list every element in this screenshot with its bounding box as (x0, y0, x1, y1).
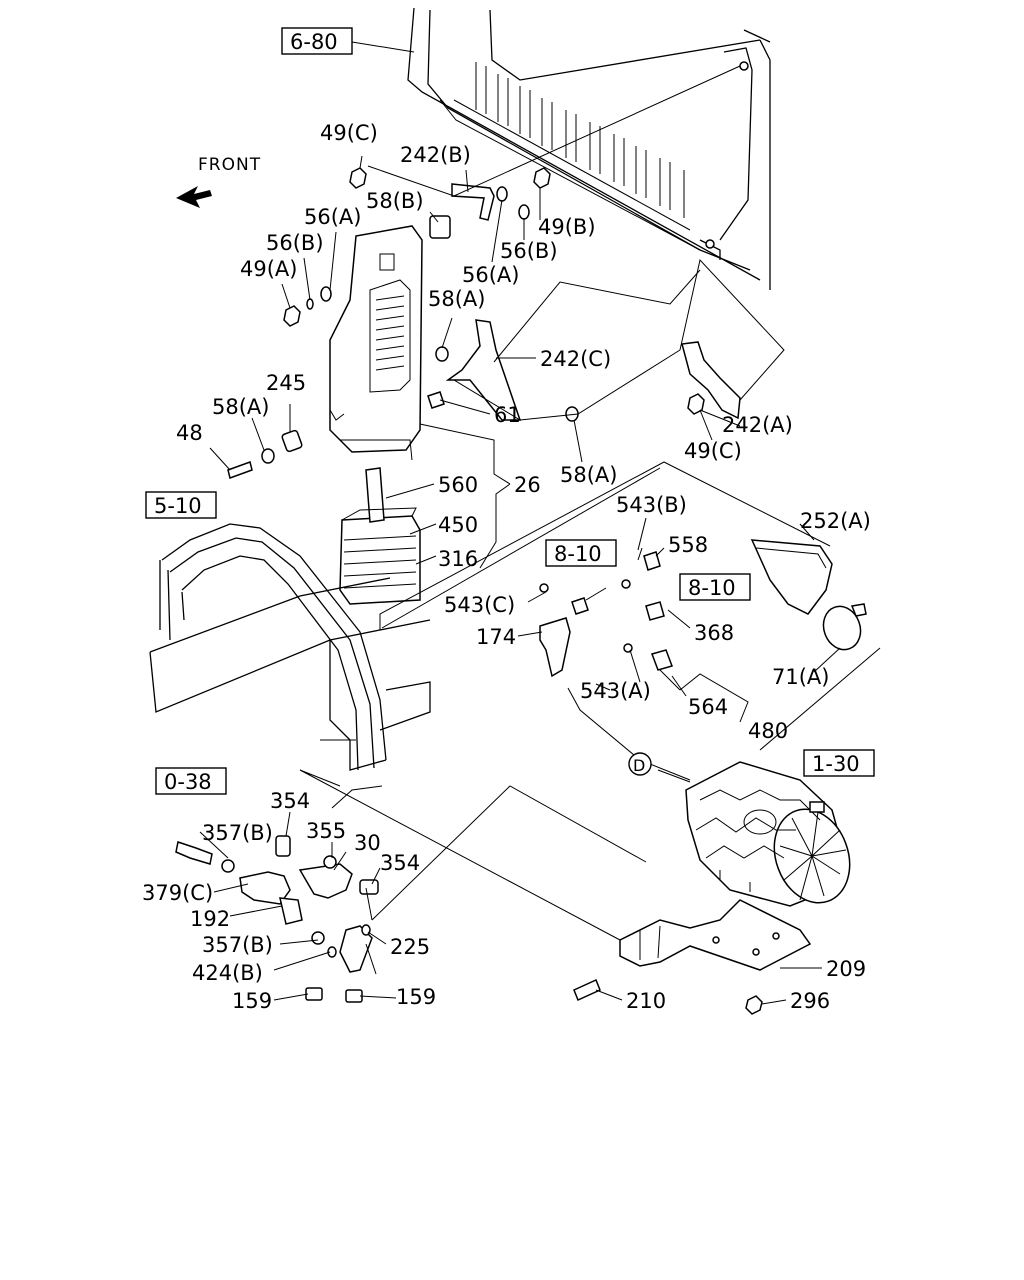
callout-label: 58(B) (366, 189, 424, 213)
callout-label: 49(C) (320, 121, 378, 145)
callout-label: 56(A) (462, 263, 519, 287)
callout-label: 58(A) (428, 287, 485, 311)
callout-label: 355 (306, 819, 346, 843)
callout-label: 210 (626, 989, 666, 1013)
lower-left-parts (175, 835, 379, 1003)
bracket-242a (681, 341, 741, 420)
callout-label: 71(A) (772, 665, 829, 689)
callout-label: 192 (190, 907, 230, 931)
clamp-71a (822, 603, 867, 651)
callout-label: 354 (380, 851, 420, 875)
callout-label: 252(A) (800, 509, 871, 533)
ref-box-8-10-b[interactable]: 8-10 (679, 573, 751, 601)
svg-text:D: D (633, 756, 645, 775)
callout-label: 543(B) (616, 493, 687, 517)
callout-label: 558 (668, 533, 708, 557)
cab-rear-panel (407, 7, 771, 290)
svg-text:8-10: 8-10 (554, 542, 602, 566)
bracket-242b (451, 183, 495, 221)
callout-label: 49(C) (684, 439, 742, 463)
ref-box-5-10[interactable]: 5-10 (145, 491, 217, 519)
cap-252a (750, 539, 833, 615)
front-label: FRONT (198, 155, 261, 175)
bracket-242c (445, 319, 522, 421)
detail-marker-d: D (628, 752, 652, 776)
callout-label: 56(B) (500, 239, 558, 263)
callout-label: 26 (514, 473, 541, 497)
leader-lines (199, 41, 881, 1005)
boot-316 (339, 467, 421, 605)
callout-label: 159 (396, 985, 436, 1009)
callout-label: 58(A) (212, 395, 269, 419)
callout-label: 368 (694, 621, 734, 645)
callout-label: 49(B) (538, 215, 596, 239)
front-arrow-icon (176, 186, 212, 208)
callout-label: 56(A) (304, 205, 361, 229)
callout-label: 296 (790, 989, 830, 1013)
fasteners-top (227, 167, 705, 479)
callout-label: 225 (390, 935, 430, 959)
callout-label: 30 (354, 831, 381, 855)
callout-label: 543(C) (444, 593, 515, 617)
callout-label: 379(C) (142, 881, 213, 905)
svg-text:6-80: 6-80 (290, 30, 338, 54)
callout-label: 357(B) (202, 821, 273, 845)
callout-label: 56(B) (266, 231, 324, 255)
svg-text:5-10: 5-10 (154, 494, 202, 518)
air-duct-assembly (329, 225, 423, 461)
callout-label: 245 (266, 371, 306, 395)
callout-label: 560 (438, 473, 478, 497)
callout-label: 480 (748, 719, 788, 743)
callout-label: 174 (476, 625, 516, 649)
svg-text:0-38: 0-38 (164, 770, 212, 794)
callout-label: 242(B) (400, 143, 471, 167)
svg-text:1-30: 1-30 (812, 752, 860, 776)
callout-labels: 49(C) 242(B) 58(B) 56(A) 56(B) 49(A) 49(… (142, 121, 871, 1013)
air-cleaner (685, 761, 851, 907)
callout-label: 564 (688, 695, 728, 719)
callout-label: 450 (438, 513, 478, 537)
svg-text:8-10: 8-10 (688, 576, 736, 600)
callout-label: 242(A) (722, 413, 793, 437)
callout-label: 159 (232, 989, 272, 1013)
ref-box-8-10-a[interactable]: 8-10 (545, 539, 617, 567)
callout-label: 424(B) (192, 961, 263, 985)
ref-box-6-80[interactable]: 6-80 (281, 27, 353, 55)
callout-label: 242(C) (540, 347, 611, 371)
callout-label: 543(A) (580, 679, 651, 703)
frame-rail (149, 523, 431, 771)
callout-label: 357(B) (202, 933, 273, 957)
callout-label: 49(A) (240, 257, 297, 281)
callout-label: 61 (494, 403, 521, 427)
callout-label: 58(A) (560, 463, 617, 487)
callout-label: 316 (438, 547, 478, 571)
sensor-group (539, 547, 673, 678)
ref-box-1-30[interactable]: 1-30 (803, 749, 875, 777)
callout-label: 48 (176, 421, 203, 445)
callout-label: 209 (826, 957, 866, 981)
callout-label: 354 (270, 789, 310, 813)
ref-box-0-38[interactable]: 0-38 (155, 767, 227, 795)
bracket-209 (573, 899, 812, 1015)
